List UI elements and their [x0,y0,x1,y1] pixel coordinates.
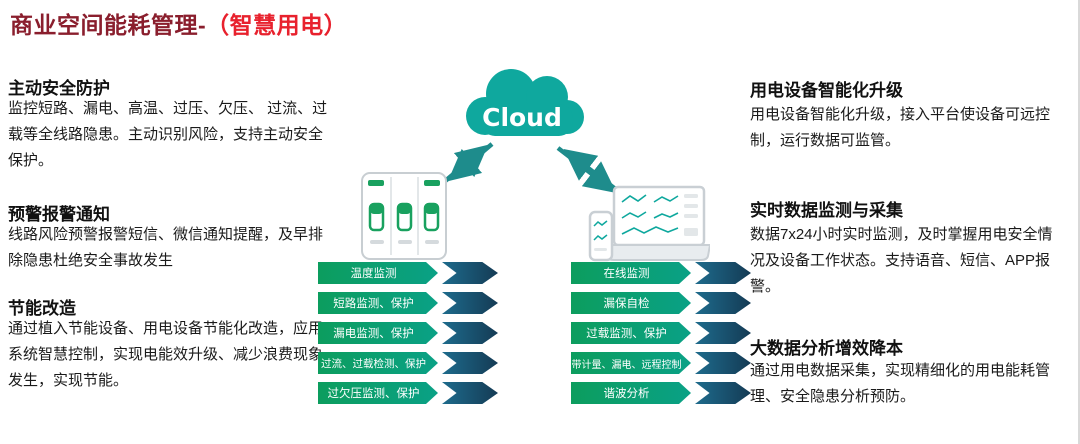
left-section-2-body: 线路风险预警报警短信、微信通知提醒，及早排除隐患杜绝安全事故发生 [8,226,324,269]
page-title-main: 商业空间能耗管理- [10,12,207,38]
cloud-icon: Cloud [466,69,584,136]
right-section-2-heading: 实时数据监测与采集 [750,201,903,220]
right-section-1-heading: 用电设备智能化升级 [750,81,903,100]
left-section-3-heading: 节能改造 [8,299,76,318]
tag-row: 漏电监测、保护 [318,322,498,344]
tag-arrow-icon [695,382,751,404]
left-section-3-body: 通过植入节能设备、用电设备节能化改造，应用系统智慧控制，实现电能效升级、减少浪费… [8,320,324,389]
tag-row: 过欠压监测、保护 [318,382,498,404]
platform-tag-stack: 在线监测 漏保自检 过载监测、保护 带计量、漏电、远程控制 谐波分析 [571,262,751,404]
platform-tag-label: 在线监测 [571,262,691,284]
page-title: 商业空间能耗管理-（智慧用电） [10,6,347,40]
tag-arrow-icon [695,292,751,314]
tag-row: 谐波分析 [571,382,751,404]
breaker-tag-label: 过流、过载检测、保护 [318,352,438,374]
right-section-1-body: 用电设备智能化升级，接入平台使设备可远控制，运行数据可监管。 [750,106,1051,149]
cloud-sync-arrows-icon [442,142,624,196]
cloud-label: Cloud [482,103,562,132]
tag-row: 漏保自检 [571,292,751,314]
breaker-tag-stack: 温度监测 短路监测、保护 漏电监测、保护 过流、过载检测、保护 过欠压监测、保护 [318,262,498,404]
left-section-1-body: 监控短路、漏电、高温、过压、欠压、 过流、过载等全线路隐患。主动识别风险，支持主… [8,100,328,169]
tag-arrow-icon [695,352,751,374]
right-section-3-heading: 大数据分析增效降本 [750,339,903,358]
tag-arrow-icon [442,262,498,284]
tag-row: 过流、过载检测、保护 [318,352,498,374]
tag-row: 短路监测、保护 [318,292,498,314]
tag-row: 带计量、漏电、远程控制 [571,352,751,374]
right-section-3-body: 通过用电数据采集，实现精细化的用电能耗管理、安全隐患分析预防。 [750,362,1051,405]
breaker-tag-label: 短路监测、保护 [318,292,438,314]
tag-arrow-icon [442,322,498,344]
breaker-tag-label: 漏电监测、保护 [318,322,438,344]
tag-row: 过载监测、保护 [571,322,751,344]
platform-tag-label: 谐波分析 [571,382,691,404]
platform-tag-label: 漏保自检 [571,292,691,314]
tag-row: 在线监测 [571,262,751,284]
left-section-2-heading: 预警报警通知 [8,205,110,224]
breaker-tag-label: 过欠压监测、保护 [318,382,438,404]
tag-arrow-icon [442,292,498,314]
tag-arrow-icon [442,352,498,374]
right-section-2-body: 数据7x24小时实时监测，及时掌握用电安全情况及设备工作状态。支持语音、短信、A… [750,226,1053,295]
tag-arrow-icon [695,322,751,344]
tag-arrow-icon [442,382,498,404]
platform-tag-label: 带计量、漏电、远程控制 [571,352,691,374]
page-title-highlight: （智慧用电） [206,12,348,38]
left-section-1-heading: 主动安全防护 [8,79,110,98]
tag-arrow-icon [695,262,751,284]
breaker-tag-label: 温度监测 [318,262,438,284]
platform-tag-label: 过载监测、保护 [571,322,691,344]
circuit-breaker-icon [361,172,447,260]
tag-row: 温度监测 [318,262,498,284]
laptop-dashboard-icon [588,185,710,262]
